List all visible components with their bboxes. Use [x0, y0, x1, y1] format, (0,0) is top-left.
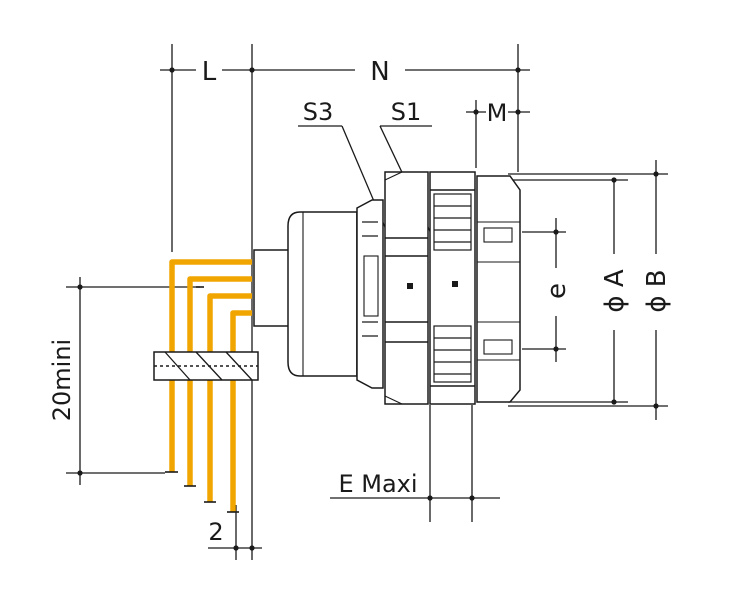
label-e: e — [542, 283, 572, 299]
label-phi-A: ϕ A — [600, 269, 630, 312]
label-phi-B: ϕ B — [642, 269, 672, 312]
label-N: N — [370, 57, 389, 87]
label-S3: S3 — [303, 98, 334, 126]
label-L: L — [202, 57, 217, 87]
contact-points — [407, 281, 458, 289]
hex-nut-1 — [384, 171, 429, 405]
label-e-maxi: E Maxi — [338, 470, 417, 498]
rear-shell — [287, 211, 358, 377]
label-20mini: 20mini — [48, 339, 76, 421]
label-2: 2 — [208, 518, 223, 546]
label-S1: S1 — [391, 98, 422, 126]
insulation-sleeve — [153, 351, 259, 381]
front-shell — [476, 175, 521, 403]
wire-pins — [165, 259, 252, 513]
label-M: M — [487, 99, 508, 127]
dimension-ticks — [77, 67, 659, 551]
connector-body — [253, 171, 521, 405]
